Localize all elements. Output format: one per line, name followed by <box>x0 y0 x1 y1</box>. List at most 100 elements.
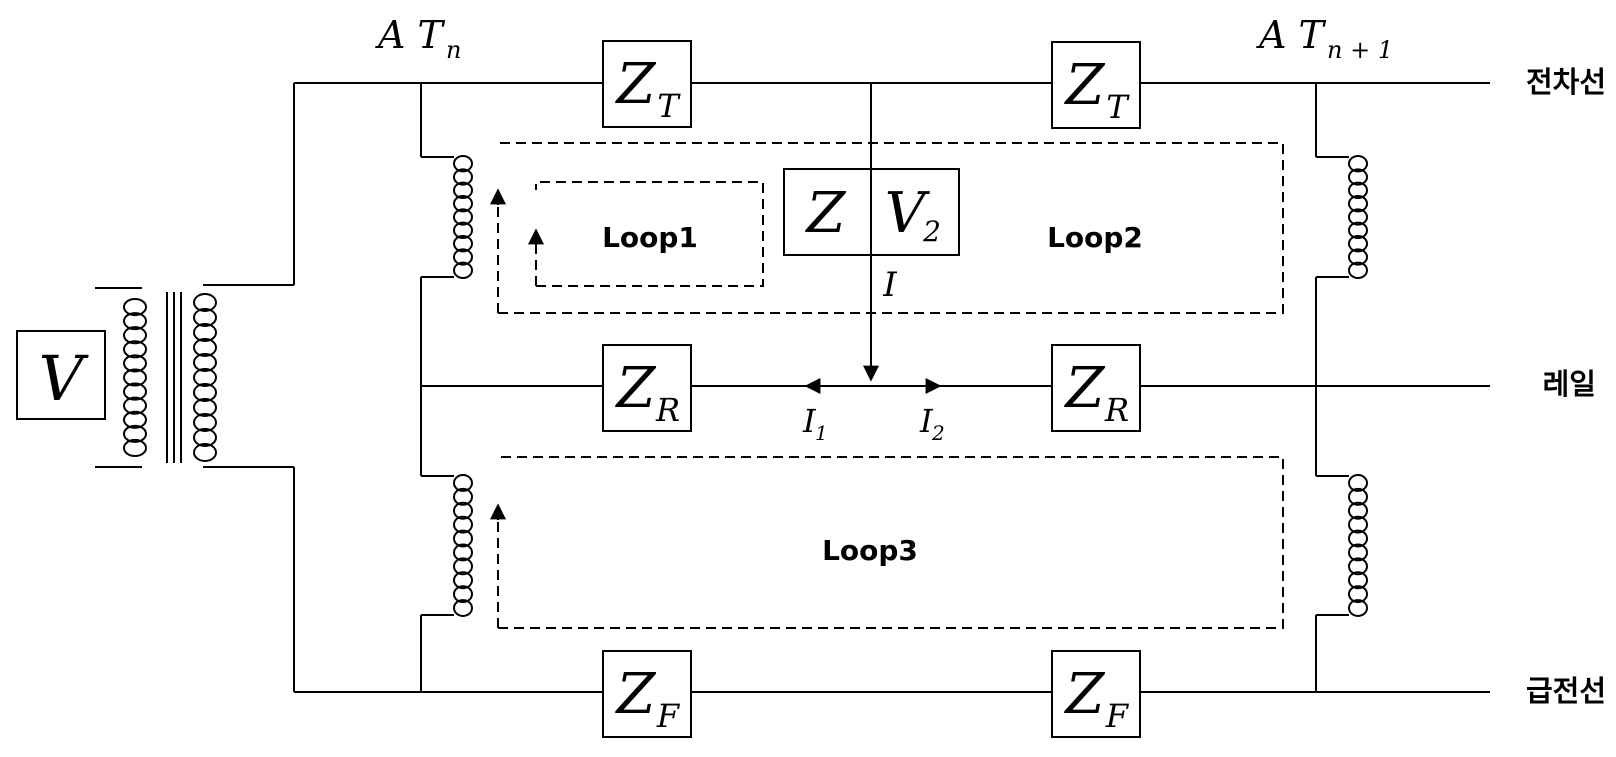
svg-text:T: T <box>657 87 681 125</box>
coil-turn <box>1348 501 1368 520</box>
loop2: Loop2 <box>490 142 1284 314</box>
coil-turn <box>1348 529 1368 548</box>
impedance-zt-right: Z T <box>1051 41 1141 129</box>
coil-turn <box>1348 487 1368 506</box>
svg-text:F: F <box>656 697 681 735</box>
svg-text:n: n <box>446 36 461 64</box>
svg-text:Z: Z <box>615 52 657 117</box>
at-n1-label: A T n + 1 <box>1256 13 1393 64</box>
coil-turn <box>193 443 217 462</box>
coil-turn <box>123 354 147 373</box>
loop3-label: Loop3 <box>822 534 918 567</box>
coil-turn <box>453 543 473 562</box>
svg-text:A T: A T <box>1256 13 1327 57</box>
svg-text:1: 1 <box>815 421 828 445</box>
coil-turn <box>193 383 217 402</box>
coil-turn <box>453 248 473 266</box>
impedance-zf-left: Z F <box>602 650 692 738</box>
coil-turn <box>1348 515 1368 534</box>
svg-text:Z: Z <box>1064 356 1106 421</box>
impedance-zt-left: Z T <box>602 40 692 128</box>
at-n1-lower-coil-icon <box>1348 474 1368 617</box>
svg-text:I: I <box>802 402 817 440</box>
coil-turn <box>1348 585 1368 604</box>
at-n-lower-coil-icon <box>453 474 473 617</box>
transformer <box>123 292 217 463</box>
coil-turn <box>453 474 473 492</box>
coil-turn <box>1348 168 1368 186</box>
coil-turn <box>123 424 147 443</box>
svg-text:I: I <box>919 402 934 440</box>
coil-turn <box>453 515 473 534</box>
coil-turn <box>123 312 147 331</box>
coil-turn <box>123 340 147 359</box>
coil-turn <box>1348 474 1368 492</box>
coil-turn <box>123 410 147 429</box>
svg-text:n + 1: n + 1 <box>1327 36 1393 64</box>
loop3: Loop3 <box>490 456 1284 629</box>
coil-turn <box>193 323 217 342</box>
coil-turn <box>1348 235 1368 253</box>
coil-turn <box>1348 261 1368 280</box>
load-box: Z V 2 <box>783 168 960 256</box>
source-voltage-box: V <box>16 330 106 420</box>
coil-turn <box>193 308 217 327</box>
coil-turn <box>193 413 217 432</box>
rail-current-split: I 1 I 2 <box>802 378 945 445</box>
load-v2-label: V <box>885 181 931 246</box>
loop2-label: Loop2 <box>1047 221 1143 254</box>
svg-text:R: R <box>1104 391 1129 429</box>
coil-turn <box>453 261 473 280</box>
coil-turn <box>453 181 473 199</box>
load-v2-subscript: 2 <box>922 215 941 248</box>
coil-turn <box>1348 543 1368 562</box>
loop1: Loop1 <box>528 181 764 287</box>
at-n-label: A T n <box>375 13 461 64</box>
svg-text:T: T <box>1106 88 1130 126</box>
coil-turn <box>453 599 473 617</box>
svg-text:A T: A T <box>375 13 446 57</box>
coil-turn <box>1348 181 1368 199</box>
trolley-line-label: 전차선 <box>1526 65 1606 99</box>
loop1-label: Loop1 <box>602 221 698 254</box>
coil-turn <box>453 557 473 576</box>
coil-turn <box>123 368 147 387</box>
coil-turn <box>193 338 217 357</box>
transformer-secondary-coil-icon <box>193 293 217 462</box>
current-i-label: I <box>882 265 897 305</box>
coil-turn <box>193 398 217 417</box>
svg-text:Z: Z <box>1064 662 1106 727</box>
coil-turn <box>123 396 147 415</box>
coil-turn <box>193 293 217 312</box>
impedance-zr-right: Z R <box>1051 344 1141 432</box>
at-n-upper-coil-icon <box>453 155 473 280</box>
coil-turn <box>123 326 147 345</box>
coil-turn <box>453 501 473 520</box>
coil-turn <box>453 221 473 239</box>
svg-text:2: 2 <box>931 421 945 445</box>
at-n1-upper-coil-icon <box>1348 155 1368 280</box>
feeder-line-label: 급전선 <box>1526 674 1606 708</box>
coil-turn <box>193 368 217 387</box>
rail-line-label: 레일 <box>1543 367 1596 401</box>
coil-turn <box>453 487 473 506</box>
svg-text:R: R <box>655 391 680 429</box>
transformer-primary-coil-icon <box>123 298 147 458</box>
svg-text:F: F <box>1105 697 1130 735</box>
coil-turn <box>453 155 473 173</box>
coil-turn <box>453 571 473 590</box>
svg-text:Z: Z <box>1064 53 1106 118</box>
coil-turn <box>453 208 473 226</box>
coil-turn <box>453 195 473 213</box>
coil-turn <box>1348 155 1368 173</box>
coil-turn <box>1348 208 1368 226</box>
source-label: V <box>39 342 90 415</box>
current-i1-label: I 1 <box>802 402 828 445</box>
svg-text:Z: Z <box>615 662 657 727</box>
coil-turn <box>453 585 473 604</box>
coil-turn <box>453 168 473 186</box>
impedance-zf-right: Z F <box>1051 650 1141 738</box>
coil-turn <box>453 235 473 253</box>
svg-text:Z: Z <box>615 356 657 421</box>
